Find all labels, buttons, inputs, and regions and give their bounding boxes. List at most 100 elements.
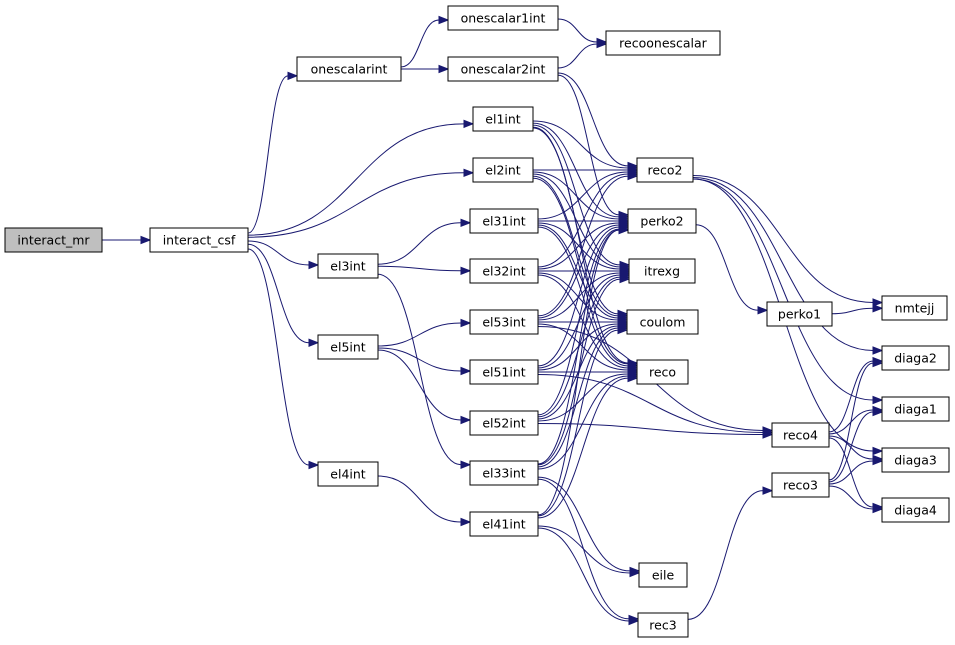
edge-arrowhead [872,304,884,313]
node-label: el33int [482,466,525,481]
node-perko2[interactable]: perko2 [627,208,697,234]
node-label: itrexg [644,264,680,279]
edge-arrowhead [460,415,472,425]
edge-reco2-to-nmtejj [692,175,884,307]
node-label: diaga2 [894,351,937,366]
edge-arrowhead [757,306,769,315]
node-interact-csf[interactable]: interact_csf [149,227,249,253]
node-el3int[interactable]: el3int [317,253,379,279]
edge-el41int-to-rec3 [537,527,640,626]
node-onescalar1int[interactable]: onescalar1int [447,5,559,31]
edge-line [687,490,764,620]
edge-line [247,248,310,466]
edge-interact-csf-to-onescalarint [247,71,299,234]
edge-arrowhead [872,446,884,456]
edge-line [537,175,629,317]
edge-line [692,175,874,303]
edge-arrowhead [872,504,884,514]
edge-onescalar2int-to-recoonescalar [557,39,608,69]
node-label: reco [649,365,676,380]
node-label: el1int [485,112,521,127]
edge-arrowhead [460,517,472,527]
node-el31int[interactable]: el31int [469,208,539,234]
node-recoonescalar[interactable]: recoonescalar [605,30,721,56]
node-label: interact_mr [17,233,90,248]
node-onescalar2int[interactable]: onescalar2int [447,56,559,82]
edge-line [537,422,764,436]
edge-arrowhead [308,460,320,470]
node-el52int[interactable]: el52int [469,410,539,436]
node-el1int[interactable]: el1int [472,106,534,132]
node-diaga4[interactable]: diaga4 [881,497,950,523]
node-box [469,410,539,436]
edge-arrowhead [308,260,320,270]
edge-el4int-to-el41int [377,475,472,527]
edge-line [828,460,874,485]
node-box [638,562,688,588]
node-el5int[interactable]: el5int [317,334,379,360]
node-box [636,157,694,183]
node-label: onescalarint [311,62,388,77]
node-diaga1[interactable]: diaga1 [881,396,950,422]
node-el41int[interactable]: el41int [469,511,539,537]
node-label: el32int [482,264,525,279]
edge-el52int-to-reco4 [537,422,774,439]
edge-line [537,525,631,574]
node-el2int[interactable]: el2int [472,157,534,183]
node-box [627,208,697,234]
node-el4int[interactable]: el4int [317,461,379,487]
edge-arrowhead [460,218,472,228]
node-el32int[interactable]: el32int [469,258,539,284]
node-diaga2[interactable]: diaga2 [881,345,950,371]
node-onescalarint[interactable]: onescalarint [296,56,402,82]
node-label: onescalar1int [461,11,546,26]
edge-interact-csf-to-el2int [247,168,475,238]
edge-line [537,224,620,319]
node-rec3[interactable]: rec3 [637,612,689,638]
node-coulom[interactable]: coulom [626,309,699,335]
edge-line [537,375,629,470]
edge-line [532,127,629,364]
edge-arrowhead [628,616,640,626]
edge-arrowhead [872,346,884,355]
edge-arrowhead [463,168,475,178]
edge-line [532,175,619,317]
edge-line [537,323,629,371]
node-label: rec3 [649,618,676,633]
node-perko1[interactable]: perko1 [766,301,833,327]
node-box [447,5,559,31]
node-el51int[interactable]: el51int [469,359,539,385]
edge-line [377,273,462,466]
node-el33int[interactable]: el33int [469,460,539,486]
node-interact-mr[interactable]: interact_mr [4,227,103,253]
edge-line [377,347,462,372]
edge-el33int-to-itrexg [537,274,631,466]
edge-arrowhead [762,430,774,439]
edge-line [400,19,440,68]
node-el53int[interactable]: el53int [469,309,539,335]
edge-el33int-to-eile [537,476,641,576]
node-box [472,157,534,183]
node-box [637,612,689,638]
node-itrexg[interactable]: itrexg [628,258,696,284]
edge-line [377,349,462,421]
node-eile[interactable]: eile [638,562,688,588]
node-reco3[interactable]: reco3 [771,472,830,498]
node-label: el4int [330,467,366,482]
node-reco4[interactable]: reco4 [771,422,830,448]
node-reco2[interactable]: reco2 [636,157,694,183]
node-diaga3[interactable]: diaga3 [881,447,950,473]
node-box [317,253,379,279]
edge-arrowhead [872,407,884,417]
edge-arrowhead [287,71,299,81]
edge-arrowhead [140,235,152,245]
node-reco[interactable]: reco [636,359,689,385]
edge-line [695,224,759,311]
node-box [149,227,249,253]
edge-line [537,226,629,367]
node-nmtejj[interactable]: nmtejj [881,295,948,321]
edge-arrowhead [438,15,450,25]
node-box [317,334,379,360]
edge-el1int-to-perko2 [532,122,630,222]
node-box [771,422,830,448]
